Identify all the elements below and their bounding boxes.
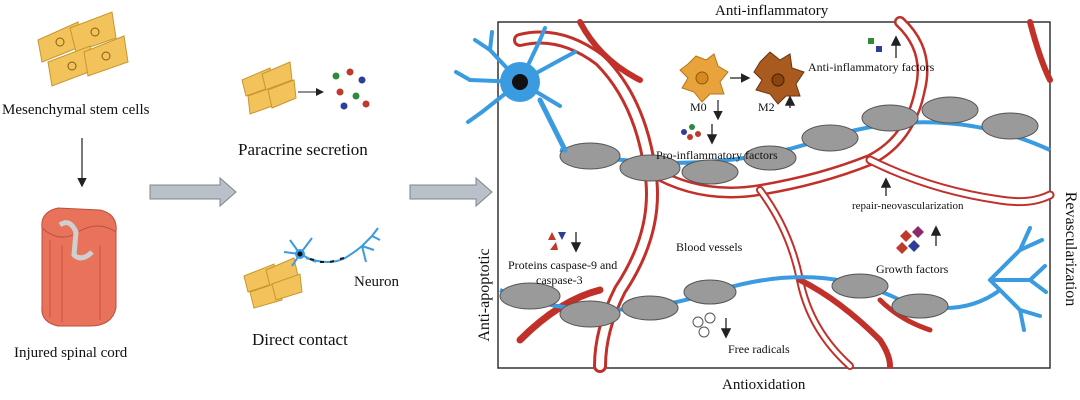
m2-label: M2 (758, 100, 775, 114)
caspase-label-line2: caspase-3 (536, 273, 583, 287)
axon-terminal-icon (988, 226, 1048, 332)
growth-factors-icon (880, 177, 942, 254)
panel-left-label: Anti-apoptotic (476, 248, 493, 342)
free-radicals-label: Free radicals (728, 342, 790, 356)
panel-right-label: Revascularization (1062, 191, 1079, 307)
panel-top-label: Anti-inflammatory (715, 3, 829, 19)
repair-label: repair-neovascularization (852, 200, 964, 212)
neuron-top-left-icon (454, 26, 577, 153)
neuron-label: Neuron (354, 274, 399, 290)
anti-factors-label: Anti-inflammatory factors (808, 60, 935, 74)
direct-contact-icon (243, 227, 381, 309)
paracrine-label: Paracrine secretion (238, 140, 368, 159)
msc-cells-icon (37, 11, 129, 87)
caspase-icon (548, 232, 582, 253)
free-radicals-icon (692, 312, 732, 339)
pro-factors-label: Pro-inflammatory factors (656, 148, 778, 162)
pro-factors-icon (681, 100, 723, 145)
neuron-nucleus (512, 74, 528, 90)
m0-label: M0 (690, 100, 707, 114)
axon-bottom (499, 273, 1002, 328)
panel-bottom-label: Antioxidation (722, 377, 806, 393)
m2-macrophage-icon (753, 51, 805, 105)
paracrine-cells-icon (241, 61, 370, 115)
growth-factors-label: Growth factors (876, 262, 949, 276)
direct-contact-label: Direct contact (252, 330, 348, 349)
block-arrow-2 (409, 176, 493, 208)
msc-label: Mesenchymal stem cells (2, 102, 150, 118)
spinal-cord-icon (41, 207, 117, 327)
block-arrow-1 (149, 176, 237, 208)
anti-factors-icon (868, 35, 902, 58)
m0-macrophage-icon (679, 53, 729, 103)
injured-cord-label: Injured spinal cord (14, 345, 128, 361)
blood-vessels-label: Blood vessels (676, 240, 743, 254)
caspase-label-line1: Proteins caspase-9 and (508, 258, 618, 272)
axon-top (559, 96, 1051, 185)
